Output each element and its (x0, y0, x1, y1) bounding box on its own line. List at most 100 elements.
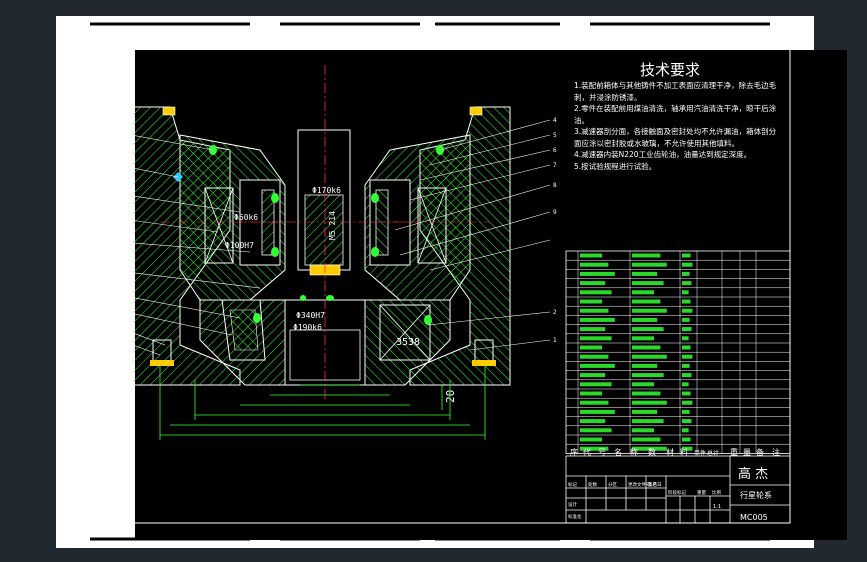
parts-table-cell-mark (682, 299, 691, 304)
parts-table-cell-mark (580, 317, 615, 322)
parts-table-cell-mark (632, 400, 667, 405)
part-number: 21 (87, 315, 95, 322)
part-number: 2 (553, 309, 557, 316)
title-header-cell: 量 (743, 448, 751, 457)
title-header-cell: 注 (772, 447, 780, 457)
part-number: 22 (87, 327, 95, 334)
title-header-cell: 名 (614, 447, 622, 457)
title-header-cell: 序 (570, 447, 578, 457)
dimension-d6: M5 214 (328, 211, 337, 240)
parts-table-cell-mark (580, 446, 609, 451)
part-number: 6 (553, 147, 557, 154)
parts-table-cell-mark (682, 336, 689, 341)
parts-table-cell-mark (632, 281, 664, 286)
parts-table-cell-mark (682, 253, 691, 258)
fasteners (209, 145, 444, 325)
part-number: 8 (553, 182, 557, 189)
parts-table-cell-mark (632, 391, 661, 396)
parts-table-cell-mark (632, 253, 661, 258)
sign-label: 签名 (648, 481, 657, 488)
output-bearing (379, 304, 431, 361)
parts-table-cell-mark (682, 290, 689, 295)
part-number: 17 (87, 237, 95, 244)
part-number: 1 (553, 337, 557, 344)
parts-table-cell-mark (580, 336, 612, 341)
part-number: 11 (87, 125, 95, 132)
parts-table-cell-mark (632, 446, 667, 451)
tapered-bearing-left (221, 299, 266, 361)
parts-table-cell-mark (632, 262, 667, 267)
parts-table-cell-mark (580, 354, 609, 359)
parts-table-cell-mark (682, 271, 690, 276)
title-header-cell: 备 (756, 447, 764, 457)
stage-label: 设计 (568, 501, 577, 508)
parts-table-cell-mark (682, 327, 692, 332)
tech-requirement-item: 4.减速器内装N220工业齿轮油，油量达到规定深度。 (574, 150, 752, 159)
tech-requirement-item: 3.减速器剖分面，各接触面及密封处均不允许漏油，箱体剖分面应涂以密封胶或水玻璃，… (574, 127, 777, 148)
title-header-cell: 称 (630, 447, 638, 457)
parts-table-cell-mark (580, 281, 606, 286)
parts-table-cell-mark (580, 290, 612, 295)
parts-table-cell-mark (580, 363, 615, 368)
part-number: 19 (87, 287, 95, 294)
parts-table-cell-mark (682, 308, 693, 313)
title-block-sign-labels: 标记处数分区更改文件号签名年月日 (568, 481, 662, 488)
sign-label: 标记 (568, 481, 577, 488)
parts-table-cell-mark (632, 317, 658, 322)
parts-table-cell-mark (632, 327, 664, 332)
parts-table-cell-mark (580, 419, 606, 424)
parts-table-cell-mark (682, 345, 691, 350)
title-header-cell: 重 (730, 447, 738, 457)
parts-table-cell-mark (682, 281, 692, 286)
parts-table-cell-mark (682, 409, 690, 414)
part-number: 4 (553, 117, 557, 124)
parts-table-cell-mark (580, 271, 615, 276)
parts-table-cell-mark (682, 391, 691, 396)
part-number: 15 (87, 187, 95, 194)
drawing-title: 行星轮系 (740, 490, 772, 500)
parts-table-cell-mark (580, 253, 602, 258)
part-number: 10 (87, 157, 95, 164)
parts-table-cell-mark (632, 382, 654, 387)
title-block-stage-labels: 设计标准化阶段标记重量比例 (568, 489, 721, 520)
parts-table-cell-mark (580, 299, 602, 304)
stage-label: 标准化 (568, 513, 582, 520)
designer-name: 高 杰 (738, 466, 768, 482)
parts-table-cell-mark (580, 437, 602, 442)
parts-table-cell-mark (632, 345, 661, 350)
parts-table-cell-mark (682, 382, 689, 387)
title-header-cell: 材 (666, 447, 674, 457)
parts-table-cell-mark (580, 262, 609, 267)
parts-table-cell-mark (682, 428, 689, 433)
part-numbers-left: 11 10 15 16 17 18 19 20 21 22 (87, 125, 95, 334)
parts-table-cell-mark (632, 419, 664, 424)
parts-table-cell-mark (580, 308, 609, 313)
parts-table-cell-mark (632, 363, 658, 368)
parts-table-cell-mark (632, 437, 661, 442)
tech-requirement-item: 5.按试验规程进行试验。 (574, 161, 657, 171)
part-number: 18 (87, 265, 95, 272)
parts-table-cell-mark (632, 428, 654, 433)
dimension-d2: Φ340H7 (296, 311, 325, 320)
parts-table-cell-mark (632, 299, 661, 304)
part-number: 7 (553, 162, 557, 169)
parts-table-cell-mark (580, 428, 612, 433)
title-block-header: 序代号名称数材料单件总计重量备注 (570, 447, 780, 457)
parts-table-cell-mark (580, 382, 612, 387)
parts-table-cell-mark (632, 354, 667, 359)
tech-requirements: 技术要求 1.装配前箱体与其他铸件不加工表面应清理干净，除去毛边毛刺，并浸涂防锈… (574, 61, 777, 171)
dimension-d8: 20 (444, 390, 457, 403)
parts-table-cell-mark (682, 400, 693, 405)
leader-lines-right (394, 119, 551, 351)
bearing-left-upper (204, 187, 234, 264)
stage-label: 比例 (712, 489, 721, 496)
dimension-labels: Φ170k6 Φ340H7 Φ190k6 Φ100H7 Φ50k6 M5 214… (225, 186, 457, 403)
parts-table-cell-mark (580, 345, 602, 350)
dimension-d7: 3538 (396, 337, 420, 348)
parts-table-cell-mark (682, 419, 692, 424)
scale-value: 1:1 (713, 504, 721, 510)
title-header-cell: 号 (598, 448, 606, 457)
dimension-d1: Φ170k6 (312, 186, 341, 195)
dimension-d5: Φ50k6 (234, 213, 258, 222)
